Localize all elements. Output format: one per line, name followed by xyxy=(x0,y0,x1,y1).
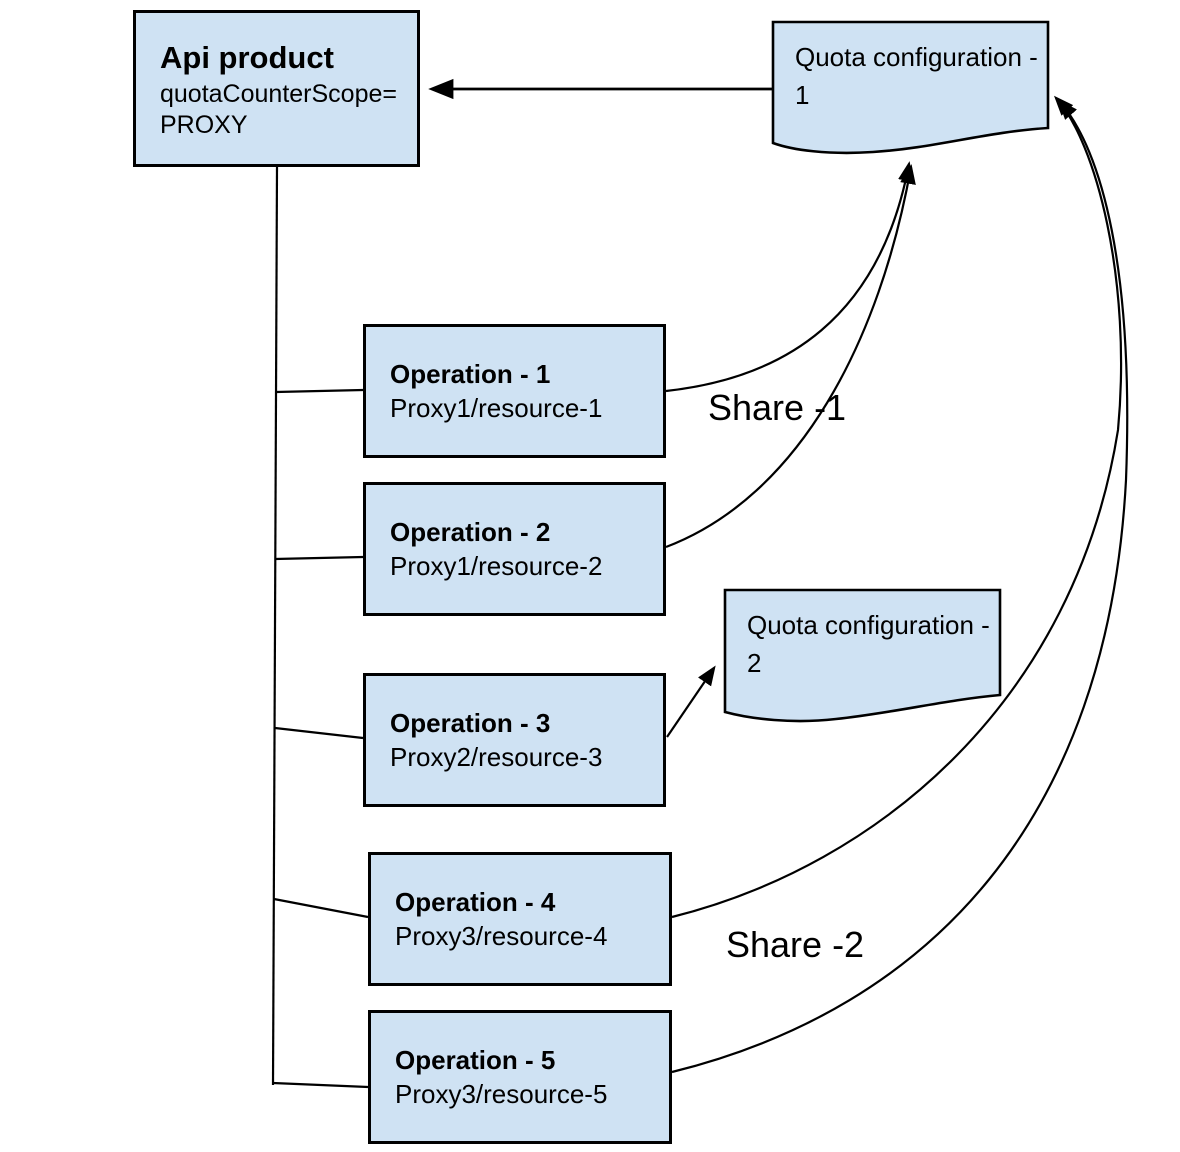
api-product-attr-line1: quotaCounterScope= xyxy=(160,79,397,108)
operation-3-path: Proxy2/resource-3 xyxy=(390,742,603,772)
operation-2-title: Operation - 2 xyxy=(390,517,551,547)
quota-config-1-shape xyxy=(771,20,1050,155)
operation-2-node: Operation - 2 Proxy1/resource-2 xyxy=(363,482,666,616)
curve-operation-2-to-qc1 xyxy=(665,164,916,549)
branch-to-operation-5 xyxy=(272,1081,369,1089)
curve-operation-4-to-qc1 xyxy=(671,95,1123,919)
operation-5-title: Operation - 5 xyxy=(395,1045,556,1075)
branch-to-operation-1 xyxy=(275,388,364,394)
operation-2-path: Proxy1/resource-2 xyxy=(390,551,603,581)
operation-1-path: Proxy1/resource-1 xyxy=(390,393,603,423)
trunk-line xyxy=(271,166,279,1086)
curve-operation-1-to-qc1 xyxy=(665,161,914,393)
quota-config-2-label: Quota configuration - 2 xyxy=(747,610,990,678)
branch-to-operation-4 xyxy=(273,897,369,919)
share-2-label: Share -2 xyxy=(726,924,865,965)
operation-4-node: Operation - 4 Proxy3/resource-4 xyxy=(368,852,672,986)
operation-3-title: Operation - 3 xyxy=(390,708,551,738)
branch-to-operation-2 xyxy=(274,555,364,561)
api-product-node: Api product quotaCounterScope= PROXY xyxy=(133,10,420,167)
operation-5-path: Proxy3/resource-5 xyxy=(395,1079,608,1109)
quota-config-1-label: Quota configuration - 1 xyxy=(795,42,1038,110)
operation-4-title: Operation - 4 xyxy=(395,887,556,917)
branch-to-operation-3 xyxy=(274,726,364,740)
api-product-title: Api product xyxy=(160,39,334,75)
operation-4-path: Proxy3/resource-4 xyxy=(395,921,608,951)
operation-1-title: Operation - 1 xyxy=(390,359,551,389)
operation-5-node: Operation - 5 Proxy3/resource-5 xyxy=(368,1010,672,1144)
share-1-label: Share -1 xyxy=(708,387,847,428)
quota-config-2-shape xyxy=(723,588,1002,723)
operation-1-node: Operation - 1 Proxy1/resource-1 xyxy=(363,324,666,458)
curve-operation-5-to-qc1 xyxy=(671,99,1129,1074)
arrow-operation-3-to-qc2 xyxy=(666,665,716,738)
api-product-attr-line2: PROXY xyxy=(160,110,248,139)
operation-3-node: Operation - 3 Proxy2/resource-3 xyxy=(363,673,666,807)
